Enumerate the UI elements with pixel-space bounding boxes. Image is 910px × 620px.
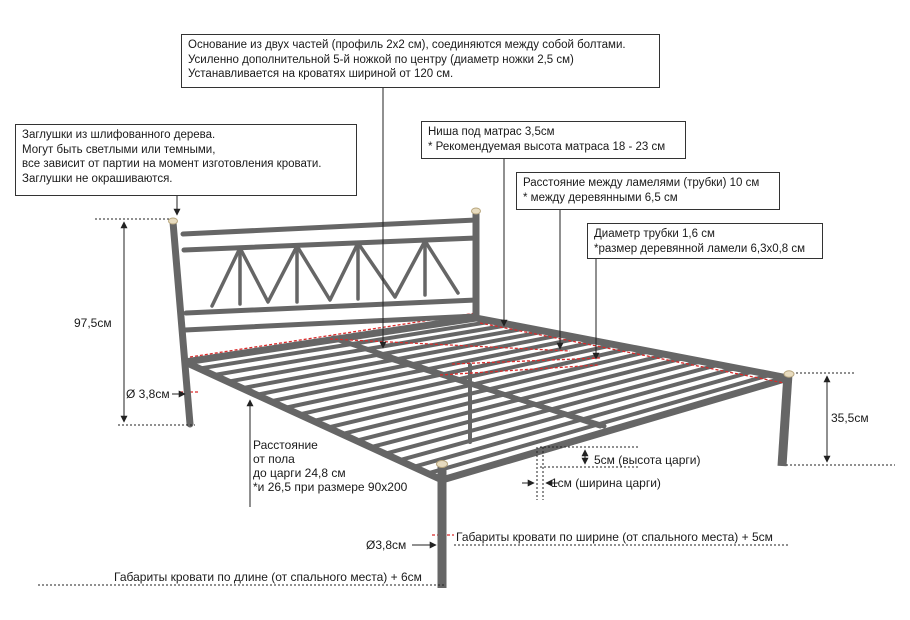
frame xyxy=(181,314,792,484)
slat xyxy=(354,356,686,443)
slat xyxy=(397,366,738,463)
length-overall-label: Габариты кровати по длине (от спального … xyxy=(114,570,422,584)
slat xyxy=(225,326,530,384)
headboard xyxy=(169,208,480,428)
slat xyxy=(197,319,496,371)
width-overall-label: Габариты кровати по ширине (от спального… xyxy=(456,530,773,544)
slat xyxy=(268,336,582,404)
callout-slats: Расстояние между ламелями (трубки) 10 см… xyxy=(516,172,780,210)
wood-plugs xyxy=(168,207,795,468)
slat xyxy=(297,342,617,417)
floor-clearance-label: Расстояние от пола до царги 24,8 см *и 2… xyxy=(253,438,408,494)
leg-diameter-top-label: Ø 3,8см xyxy=(126,387,170,401)
slat xyxy=(254,332,565,397)
slat xyxy=(325,349,652,430)
callout-plugs: Заглушки из шлифованного дерева. Могут б… xyxy=(15,124,357,196)
legs xyxy=(437,373,793,588)
slat xyxy=(240,329,548,391)
slat xyxy=(368,359,704,450)
dimension-lines xyxy=(38,88,895,586)
rail-width-label: 1см (ширина царги) xyxy=(551,476,661,490)
slat xyxy=(340,352,669,437)
slat xyxy=(411,369,756,469)
leg-height-label: 35,5см xyxy=(831,411,869,425)
leg-diameter-bottom-label: Ø3,8см xyxy=(366,538,407,552)
headboard-height-label: 97,5см xyxy=(74,316,112,330)
callout-base: Основание из двух частей (профиль 2х2 см… xyxy=(181,34,660,88)
slat xyxy=(382,362,721,456)
callout-niche: Ниша под матрас 3,5см * Рекомендуемая вы… xyxy=(421,121,686,159)
slat xyxy=(211,322,513,378)
slat xyxy=(425,372,773,476)
rail-height-label: 5см (высота царги) xyxy=(594,453,701,467)
callout-tube: Диаметр трубки 1,6 см *размер деревянной… xyxy=(587,223,823,259)
slats xyxy=(197,319,773,476)
slat xyxy=(311,346,634,423)
